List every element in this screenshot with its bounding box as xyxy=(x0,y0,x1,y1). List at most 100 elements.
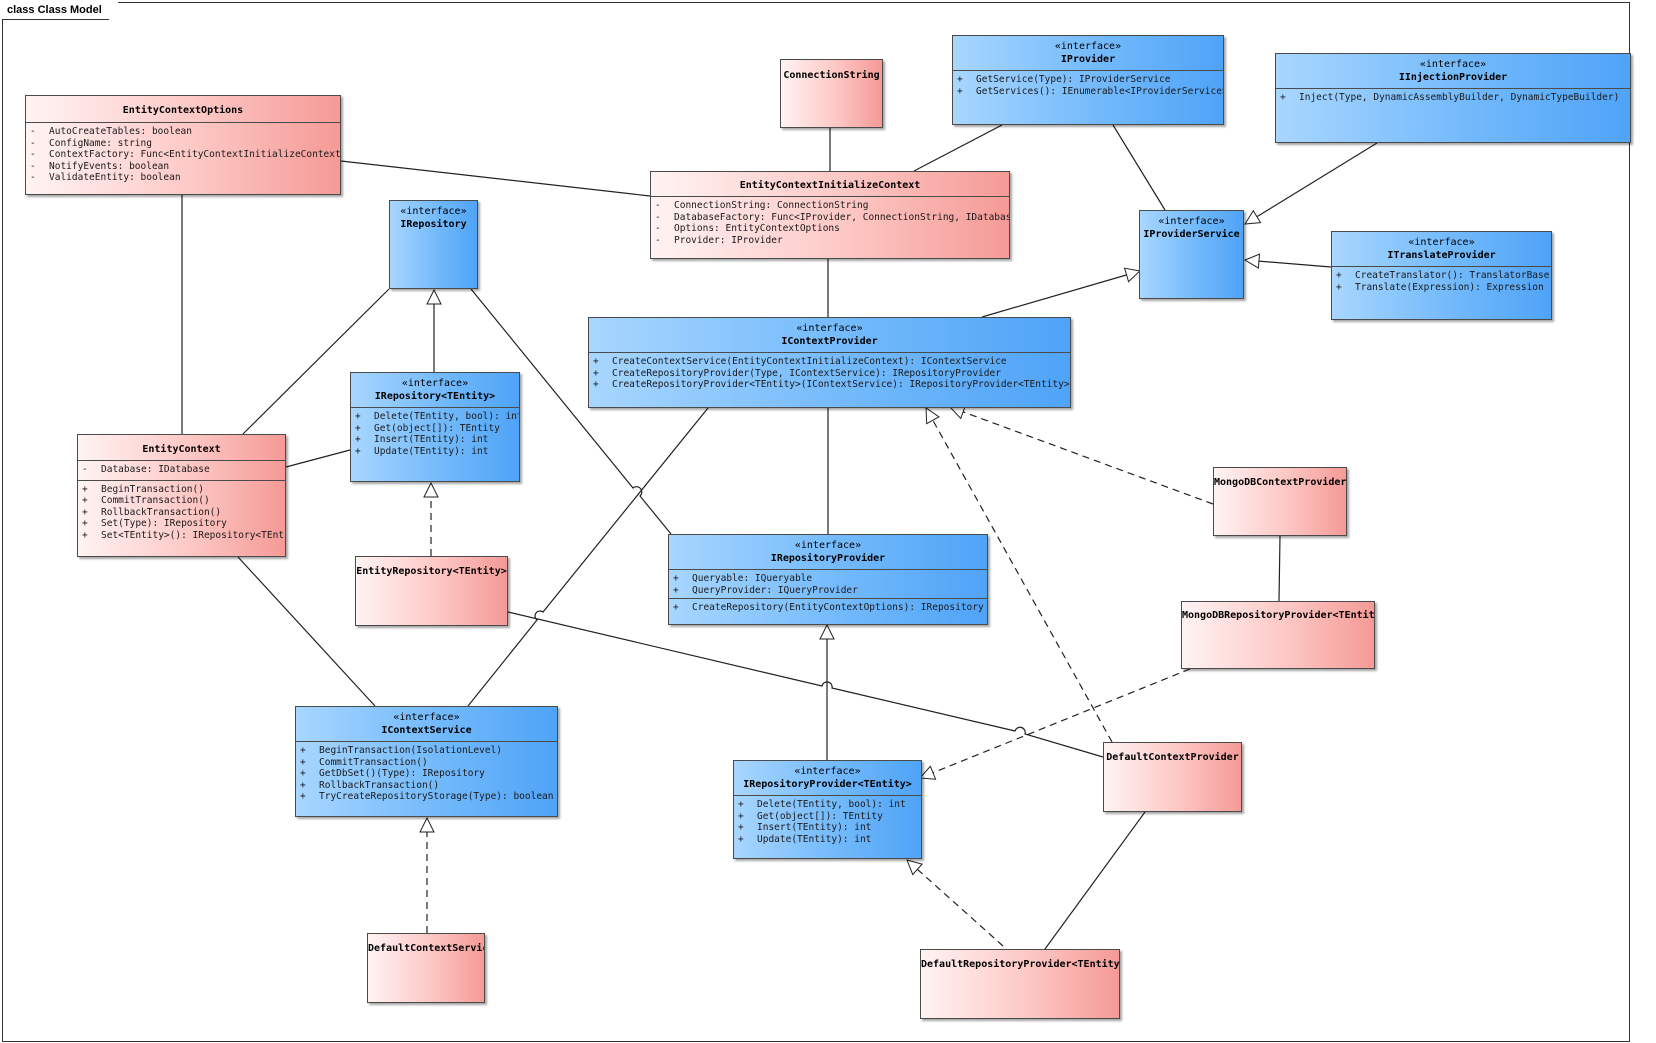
operations-compartment: +Inject(Type, DynamicAssemblyBuilder, Dy… xyxy=(1276,88,1630,108)
assoc-icontextprovider-icontextservice xyxy=(467,407,709,707)
class-name: MongoDBContextProvider xyxy=(1214,477,1347,488)
attribute: -AutoCreateTables: boolean xyxy=(30,126,192,137)
stereotype: «interface» xyxy=(1419,59,1487,70)
stereotype: «interface» xyxy=(400,206,467,217)
gen-iinjection-providerservice xyxy=(1245,142,1378,224)
operation: +GetServices(): IEnumerable<IProviderSer… xyxy=(957,85,1224,97)
stereotype: «interface» xyxy=(401,378,469,389)
interface-iprovider[interactable]: «interface» IProvider +GetService(Type):… xyxy=(952,35,1224,125)
interface-icontext-provider[interactable]: «interface» IContextProvider +CreateCont… xyxy=(588,317,1071,408)
operations-compartment: +Delete(TEntity, bool): int +Get(object[… xyxy=(351,407,519,461)
stereotype: «interface» xyxy=(794,766,861,777)
interface-irepository-tentity[interactable]: «interface» IRepository<TEntity> +Delete… xyxy=(350,372,520,482)
assoc-options-initctx xyxy=(340,160,651,197)
operation: +Insert(TEntity): int xyxy=(738,822,872,833)
stereotype: «interface» xyxy=(1408,237,1475,248)
attributes-compartment: -AutoCreateTables: boolean -ConfigName: … xyxy=(26,122,340,188)
class-entity-context-options[interactable]: EntityContextOptions -AutoCreateTables: … xyxy=(25,95,341,195)
interface-irepository-provider-tentity[interactable]: «interface» IRepositoryProvider<TEntity>… xyxy=(733,760,922,859)
class-name: DefaultRepositoryProvider<TEntity> xyxy=(921,959,1120,970)
attribute: -ConnectionString: ConnectionString xyxy=(655,200,869,211)
interface-irepository-provider[interactable]: «interface» IRepositoryProvider +Queryab… xyxy=(668,534,988,625)
class-name: IProvider xyxy=(1060,54,1116,65)
operation: +CreateContextService(EntityContextIniti… xyxy=(593,356,1007,367)
class-default-context-provider[interactable]: DefaultContextProvider xyxy=(1103,742,1242,812)
class-name: IRepositoryProvider xyxy=(770,553,886,564)
operation: +RollbackTransaction() xyxy=(300,779,440,791)
operation: +CommitTransaction() xyxy=(300,756,428,768)
operation: +Set(Type): IRepository xyxy=(82,518,227,529)
attribute: -NotifyEvents: boolean xyxy=(30,160,170,172)
class-name: EntityContextInitializeContext xyxy=(739,180,921,191)
attribute: -ContextFactory: Func<EntityContextIniti… xyxy=(30,149,341,160)
operation: +CommitTransaction() xyxy=(82,495,210,506)
class-name: DefaultContextProvider xyxy=(1106,752,1239,763)
class-default-context-service[interactable]: DefaultContextService xyxy=(367,933,485,1003)
assoc-irepository-entitycontext xyxy=(242,288,390,435)
stereotype: «interface» xyxy=(1158,216,1225,227)
operations-compartment: +CreateRepository(EntityContextOptions):… xyxy=(669,598,987,618)
class-name: EntityContextOptions xyxy=(122,105,244,116)
operations-compartment: +CreateTranslator(): TranslatorBase +Tra… xyxy=(1332,266,1551,297)
assoc-entitycontext-irepositorytentity xyxy=(285,449,351,468)
operations-compartment: +GetService(Type): IProviderService +Get… xyxy=(953,70,1223,101)
attribute: +Queryable: IQueryable xyxy=(673,573,813,584)
operation: +CreateRepository(EntityContextOptions):… xyxy=(673,602,984,613)
class-entity-context-initialize-context[interactable]: EntityContextInitializeContext -Connecti… xyxy=(650,171,1010,259)
attribute: -ValidateEntity: boolean xyxy=(30,172,181,183)
class-name: IRepository<TEntity> xyxy=(374,391,496,402)
class-name: ITranslateProvider xyxy=(1387,250,1496,261)
attribute: -Options: EntityContextOptions xyxy=(655,223,840,234)
operation: +CreateTranslator(): TranslatorBase xyxy=(1336,270,1550,281)
stereotype: «interface» xyxy=(1054,41,1122,52)
class-mongodb-context-provider[interactable]: MongoDBContextProvider xyxy=(1213,467,1347,536)
diagram-frame-title: class Class Model xyxy=(2,2,119,20)
operation: +RollbackTransaction() xyxy=(82,506,222,518)
class-name: MongoDBRepositoryProvider<TEntity> xyxy=(1182,610,1375,621)
real-defaultrepoprovider-irepositoryprovidertentity xyxy=(907,860,1004,947)
class-entity-repository[interactable]: EntityRepository<TEntity> xyxy=(355,556,508,626)
class-name: IProviderService xyxy=(1143,229,1240,240)
operation: +GetDbSet()(Type): IRepository xyxy=(300,768,485,779)
operations-compartment: +BeginTransaction() +CommitTransaction()… xyxy=(78,479,285,546)
class-connection-string[interactable]: ConnectionString xyxy=(780,59,883,128)
assoc-entitycontext-icontextservice xyxy=(237,556,376,707)
interface-itranslate-provider[interactable]: «interface» ITranslateProvider +CreateTr… xyxy=(1331,231,1552,320)
assoc-iprovider-providerservice xyxy=(1112,124,1166,211)
operations-compartment: +Delete(TEntity, bool): int +Get(object[… xyxy=(734,795,921,849)
class-mongodb-repository-provider[interactable]: MongoDBRepositoryProvider<TEntity> xyxy=(1181,601,1375,669)
gen-icontextprovider-providerservice xyxy=(981,271,1140,318)
stereotype: «interface» xyxy=(796,323,863,334)
assoc-entityrepository-defaultctxprovider xyxy=(507,611,1104,758)
operation: +Get(object[]): TEntity xyxy=(355,422,500,434)
operation: +TryCreateRepositoryStorage(Type): boole… xyxy=(300,791,554,802)
gen-itranslate-providerservice xyxy=(1245,260,1332,267)
interface-icontext-service[interactable]: «interface» IContextService +BeginTransa… xyxy=(295,706,558,817)
operations-compartment: +BeginTransaction(IsolationLevel) +Commi… xyxy=(296,741,557,807)
attribute: -Provider: IProvider xyxy=(655,234,783,246)
stereotype: «interface» xyxy=(393,712,460,723)
class-default-repository-provider[interactable]: DefaultRepositoryProvider<TEntity> xyxy=(920,949,1120,1019)
operation: +BeginTransaction(IsolationLevel) xyxy=(300,745,503,756)
class-name: IContextService xyxy=(381,725,472,736)
class-name: IInjectionProvider xyxy=(1398,72,1508,83)
operation: +Inject(Type, DynamicAssemblyBuilder, Dy… xyxy=(1280,92,1620,103)
class-name: ConnectionString xyxy=(783,70,880,81)
attributes-compartment: -Database: IDatabase xyxy=(78,460,285,480)
class-entity-context[interactable]: EntityContext -Database: IDatabase +Begi… xyxy=(77,434,286,557)
operation: +Update(TEntity): int xyxy=(355,445,489,457)
interface-irepository[interactable]: «interface» IRepository xyxy=(389,200,478,289)
class-name: IRepositoryProvider<TEntity> xyxy=(743,779,912,790)
class-name: IRepository xyxy=(400,219,467,230)
assoc-mongoctx-mongorepo xyxy=(1278,535,1281,602)
attribute: +QueryProvider: IQueryProvider xyxy=(673,584,858,596)
operation: +Translate(Expression): Expression xyxy=(1336,281,1544,293)
interface-iprovider-service[interactable]: «interface» IProviderService xyxy=(1139,210,1244,299)
interface-iinjection-provider[interactable]: «interface» IInjectionProvider +Inject(T… xyxy=(1275,53,1631,143)
assoc-defaultctxprovider-defaultrepoprovider xyxy=(1044,811,1146,950)
assoc-irepository-irepositoryprovider xyxy=(470,288,672,535)
attribute: -ConfigName: string xyxy=(30,137,152,149)
real-mongorepo-irepositoryprovidertentity xyxy=(920,668,1191,778)
